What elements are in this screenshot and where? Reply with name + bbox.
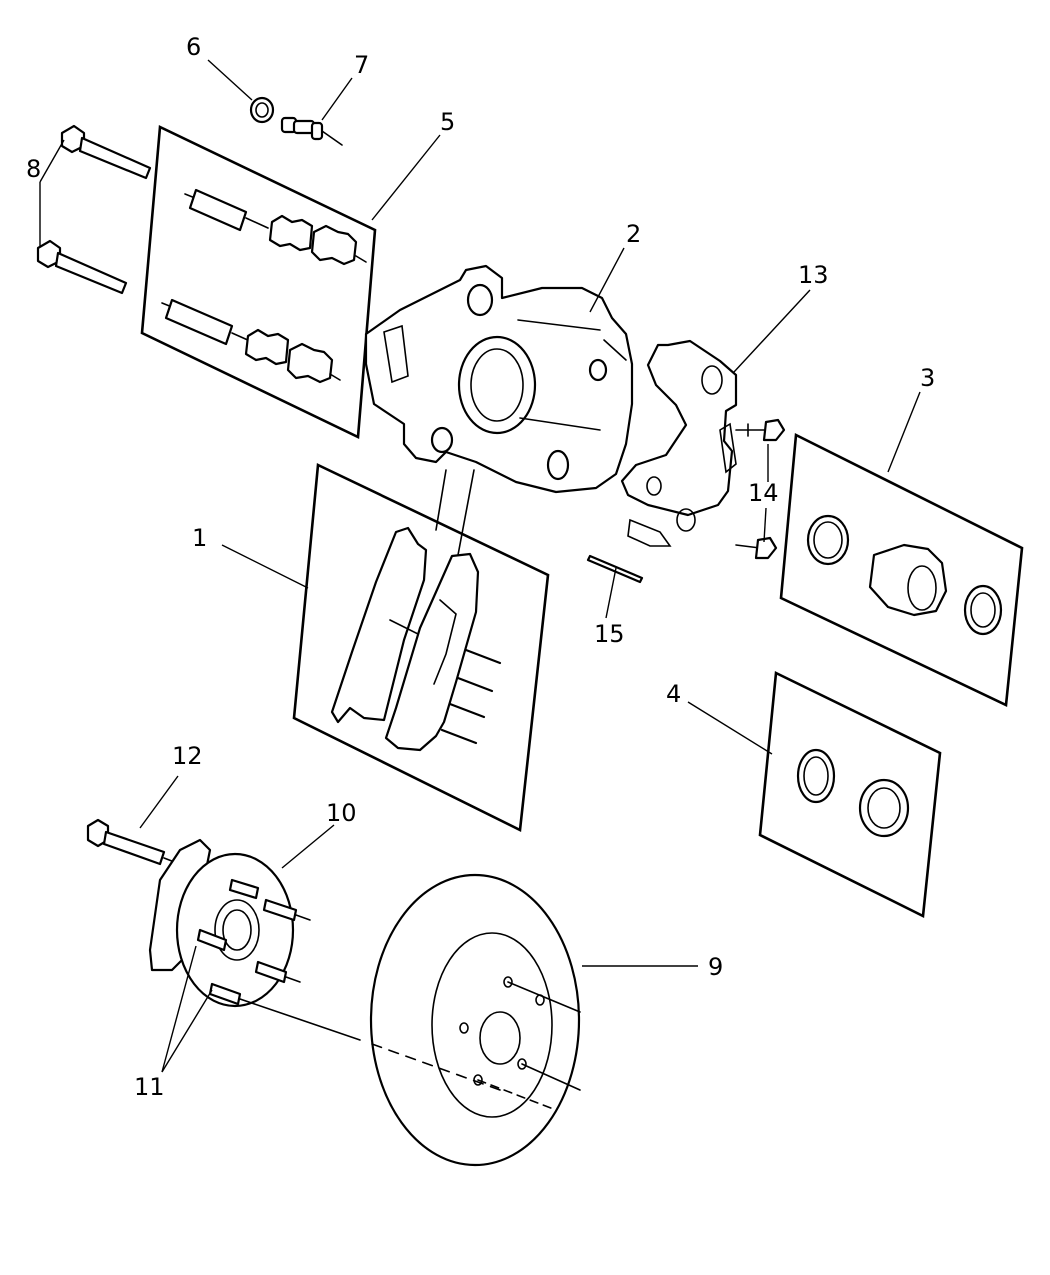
hub-bearing (148, 838, 361, 1041)
seal-kit-parts (806, 514, 1003, 636)
brake-rotor (369, 873, 581, 1167)
callout-14: 14 (748, 479, 779, 507)
small-pin-part (280, 116, 343, 146)
callout-9: 9 (708, 953, 723, 981)
callout-6: 6 (186, 33, 201, 61)
callout-13: 13 (798, 261, 829, 289)
callout-4: 4 (666, 680, 681, 708)
bolt-upper (60, 124, 152, 180)
piston-seals (796, 748, 910, 838)
callout-5: 5 (440, 108, 455, 136)
callout-2: 2 (626, 220, 641, 248)
wheel-stud (196, 878, 298, 1006)
alignment-line (457, 469, 475, 556)
boot-part (249, 96, 275, 124)
pad-shims (440, 648, 502, 745)
bracket-bolt-lower (735, 536, 778, 560)
guide-pin-lower (161, 298, 341, 384)
caliper-adapter-bracket (620, 339, 738, 547)
guide-pin-kit-panel (140, 125, 377, 439)
callout-12: 12 (172, 742, 203, 770)
callout-8: 8 (26, 155, 41, 183)
leader-lines (39, 59, 921, 1073)
callout-1: 1 (192, 524, 207, 552)
callout-11: 11 (134, 1073, 165, 1101)
callout-3: 3 (920, 364, 935, 392)
anti-rattle-clip (586, 554, 644, 584)
guide-pin-upper (184, 188, 367, 266)
bolt-lower (36, 239, 128, 295)
callout-15: 15 (594, 620, 625, 648)
bracket-bolt-upper (735, 418, 786, 442)
callout-10: 10 (326, 799, 357, 827)
brake-pad-outer (384, 552, 480, 752)
hub-bolt (86, 818, 191, 869)
alignment-line (435, 469, 447, 531)
piston-seal-kit-panel (758, 671, 942, 918)
caliper-housing (364, 264, 634, 494)
callout-7: 7 (354, 51, 369, 79)
